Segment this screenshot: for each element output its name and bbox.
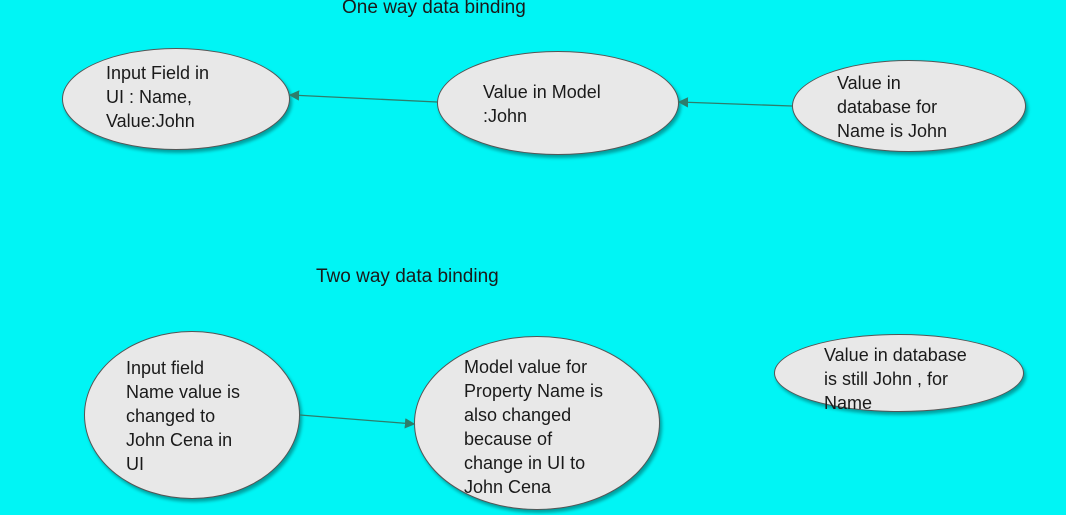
one-way-model-node: Value in Model :John (437, 51, 679, 155)
one-way-database-label: Value in database for Name is John (837, 73, 948, 141)
two-way-title: Two way data binding (316, 266, 499, 287)
two-way-database-label: Value in database is still John , for Na… (824, 345, 967, 413)
arrow-model-to-ui (288, 90, 438, 103)
arrow-database-to-model (677, 97, 793, 108)
one-way-database-node: Value in database for Name is John (792, 60, 1026, 152)
two-way-database-node: Value in database is still John , for Na… (774, 334, 1024, 413)
arrow-ui-to-model (299, 414, 416, 429)
two-way-ui-label: Input field Name value is changed to Joh… (126, 358, 241, 474)
one-way-model-label: Value in Model :John (483, 82, 601, 126)
two-way-ui-node: Input field Name value is changed to Joh… (84, 331, 300, 499)
one-way-ui-label: Input Field in UI : Name, Value:John (106, 63, 210, 131)
two-way-model-label: Model value for Property Name is also ch… (464, 357, 604, 497)
two-way-model-node: Model value for Property Name is also ch… (414, 336, 660, 510)
one-way-title: One way data binding (342, 0, 526, 18)
one-way-ui-node: Input Field in UI : Name, Value:John (62, 48, 290, 150)
